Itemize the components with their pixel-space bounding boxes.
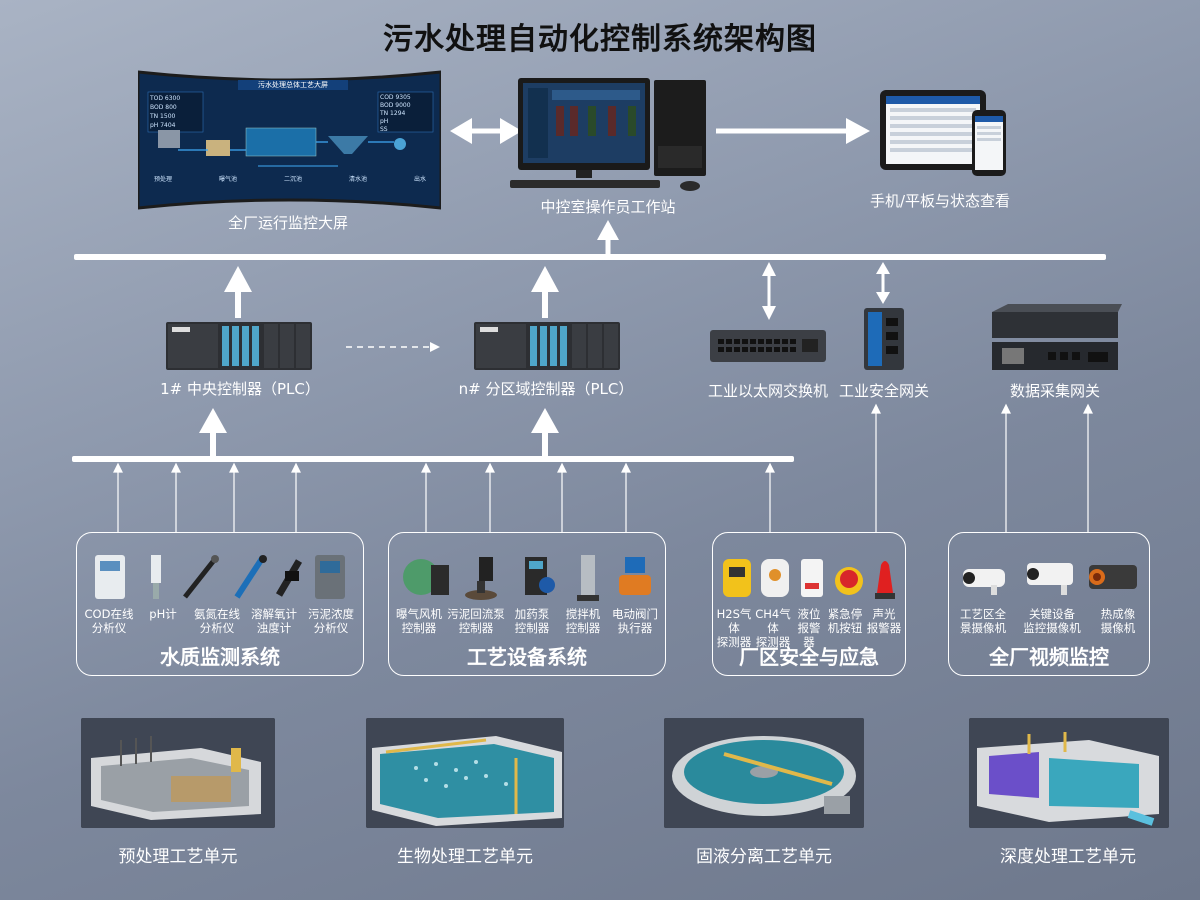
equipment-camera[interactable]: 关键设备 监控摄像机 xyxy=(1023,607,1081,635)
gateway-bus-arrow xyxy=(876,262,890,304)
level-alarm[interactable]: 液位 报警器 xyxy=(797,607,821,649)
plcn-label: n# 分区域控制器（PLC） xyxy=(458,380,634,398)
plc1-controller[interactable] xyxy=(166,322,312,370)
video-group: 工艺区全 景摄像机 关键设备 监控摄像机 热成像 摄像机 全厂视频监控 xyxy=(948,532,1150,676)
thermal-camera[interactable]: 热成像 摄像机 xyxy=(1100,607,1136,635)
data-acquisition-gateway[interactable] xyxy=(988,302,1122,372)
advanced-treatment-unit-image[interactable] xyxy=(969,718,1169,828)
separation-unit-image[interactable] xyxy=(664,718,864,828)
workstation-label: 中控室操作员工作站 xyxy=(540,198,676,216)
plc1-uplink-arrow xyxy=(224,266,252,318)
safety-device-icons xyxy=(723,559,895,599)
water-quality-device-icons xyxy=(95,555,345,599)
ammonia-analyzer[interactable]: 氨氮在线 分析仪 xyxy=(194,607,240,635)
water-quality-group: COD在线 分析仪 pH计 氨氮在线 分析仪 溶解氧计 浊度计 污泥浓度 分析仪… xyxy=(76,532,364,676)
bus-to-workstation-arrow xyxy=(597,220,619,256)
process-equipment-group: 曝气风机 控制器 污泥回流泵 控制器 加药泵 控制器 搅拌机 控制器 电动阀门 … xyxy=(388,532,666,676)
video-title: 全厂视频监控 xyxy=(989,645,1109,669)
plc-dashed-arrow xyxy=(346,342,440,352)
advanced-treatment-unit-label: 深度处理工艺单元 xyxy=(1000,847,1136,867)
panoramic-camera[interactable]: 工艺区全 景摄像机 xyxy=(960,607,1006,635)
safety-title: 厂区安全与应急 xyxy=(739,645,879,669)
water-quality-device-labels: COD在线 分析仪 pH计 氨氮在线 分析仪 溶解氧计 浊度计 污泥浓度 分析仪 xyxy=(81,607,359,635)
screen-process-labels: 预处理曝气池二沉池清水池出水 xyxy=(154,176,426,183)
ph-meter[interactable]: pH计 xyxy=(149,607,177,621)
video-device-icons xyxy=(963,563,1137,595)
plcn-downlink-arrow xyxy=(531,408,559,458)
plcn-uplink-arrow xyxy=(531,266,559,318)
switch-label: 工业以太网交换机 xyxy=(707,382,828,400)
do-turbidity-meter[interactable]: 溶解氧计 浊度计 xyxy=(251,607,297,635)
process-equipment-icons xyxy=(403,555,651,601)
page-title: 污水处理自动化控制系统架构图 xyxy=(383,22,817,57)
field-network-bus xyxy=(72,456,794,462)
process-equipment-labels: 曝气风机 控制器 污泥回流泵 控制器 加药泵 控制器 搅拌机 控制器 电动阀门 … xyxy=(393,607,661,635)
operator-workstation[interactable] xyxy=(508,76,708,192)
daq-label: 数据采集网关 xyxy=(1009,382,1100,400)
separation-unit-label: 固液分离工艺单元 xyxy=(696,847,832,867)
workstation-mobile-arrow xyxy=(716,118,870,144)
biological-unit-label: 生物处理工艺单元 xyxy=(397,847,533,867)
safety-device-labels: H2S气体 探测器 CH4气体 探测器 液位 报警器 紧急停 机按钮 声光 报警… xyxy=(715,607,903,649)
bigscreen-label: 全厂运行监控大屏 xyxy=(227,214,348,232)
safety-group: H2S气体 探测器 CH4气体 探测器 液位 报警器 紧急停 机按钮 声光 报警… xyxy=(712,532,906,676)
cod-analyzer[interactable]: COD在线 分析仪 xyxy=(84,607,134,635)
ethernet-switch[interactable] xyxy=(710,330,826,362)
plc1-downlink-arrow xyxy=(199,408,227,458)
blower-controller[interactable]: 曝气风机 控制器 xyxy=(396,607,442,635)
biological-unit-image[interactable] xyxy=(366,718,564,828)
top-network-bus xyxy=(74,254,1106,260)
pretreatment-unit-label: 预处理工艺单元 xyxy=(118,847,238,867)
dosing-pump-controller[interactable]: 加药泵 控制器 xyxy=(514,607,550,635)
gateway-label: 工业安全网关 xyxy=(838,382,929,400)
screen-workstation-arrow xyxy=(450,118,522,144)
video-device-labels: 工艺区全 景摄像机 关键设备 监控摄像机 热成像 摄像机 xyxy=(955,607,1143,635)
emergency-stop-button[interactable]: 紧急停 机按钮 xyxy=(827,607,863,635)
h2s-detector[interactable]: H2S气体 探测器 xyxy=(716,607,752,649)
audible-visual-alarm[interactable]: 声光 报警器 xyxy=(866,607,902,635)
mobile-tablet-devices[interactable] xyxy=(880,88,1010,180)
screen-title: 污水处理总体工艺大屏 xyxy=(258,81,328,89)
return-pump-controller[interactable]: 污泥回流泵 控制器 xyxy=(447,607,505,635)
device-uplinks xyxy=(113,403,1093,532)
water-quality-title: 水质监测系统 xyxy=(160,645,280,669)
valve-actuator[interactable]: 电动阀门 执行器 xyxy=(612,607,658,635)
sludge-analyzer[interactable]: 污泥浓度 分析仪 xyxy=(308,607,354,635)
mixer-controller[interactable]: 搅拌机 控制器 xyxy=(565,607,601,635)
process-equipment-title: 工艺设备系统 xyxy=(467,645,587,669)
plc1-label: 1# 中央控制器（PLC） xyxy=(160,380,320,398)
switch-bus-arrow xyxy=(762,262,776,320)
pretreatment-unit-image[interactable] xyxy=(81,718,275,828)
mobile-label: 手机/平板与状态查看 xyxy=(869,192,1011,210)
plcn-controller[interactable] xyxy=(474,322,620,370)
ch4-detector[interactable]: CH4气体 探测器 xyxy=(755,607,791,649)
security-gateway[interactable] xyxy=(864,308,904,370)
